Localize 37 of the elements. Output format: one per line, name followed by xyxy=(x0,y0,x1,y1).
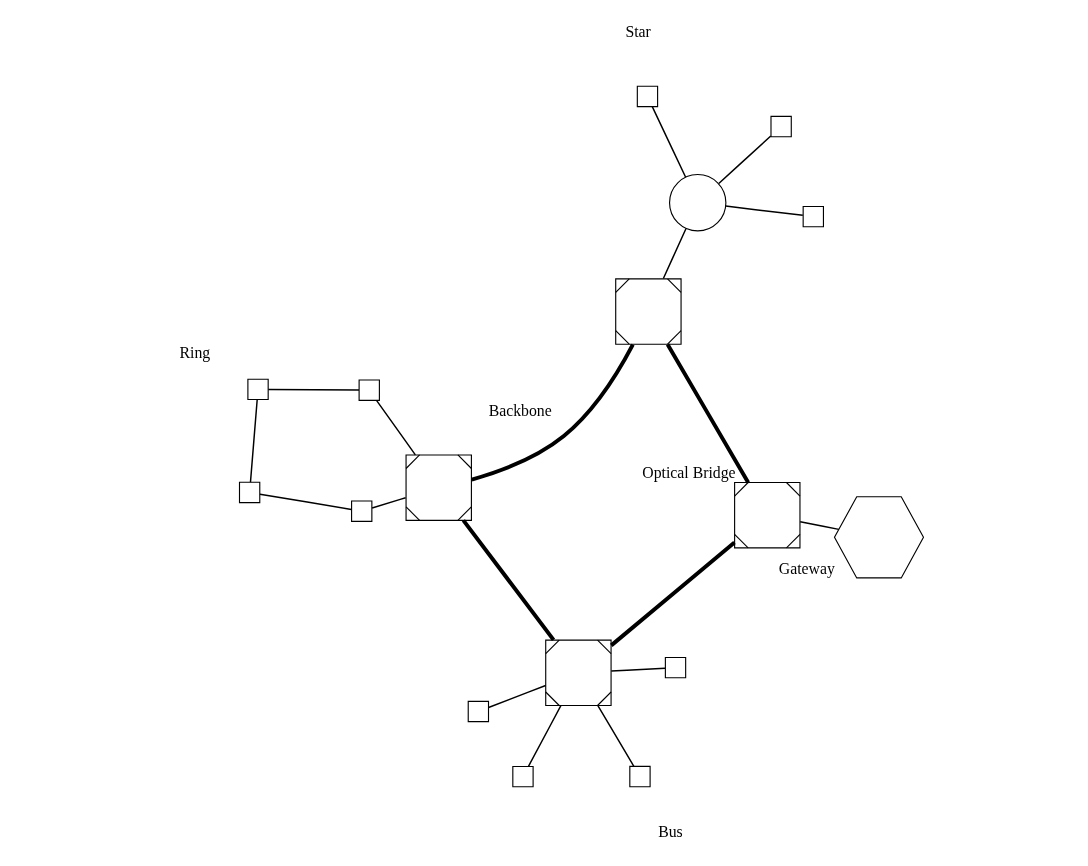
connector xyxy=(461,519,556,642)
connector xyxy=(597,704,635,767)
connector xyxy=(249,398,258,483)
node-box xyxy=(512,765,534,788)
node-box xyxy=(238,481,261,504)
connector xyxy=(259,493,353,511)
connector xyxy=(718,135,772,185)
label: Star xyxy=(625,23,651,41)
connector xyxy=(651,105,687,178)
node-box xyxy=(802,205,824,228)
label: Ring xyxy=(179,344,211,362)
node-box xyxy=(467,700,490,723)
label: Backbone xyxy=(488,402,552,420)
connector xyxy=(375,399,417,456)
node-box xyxy=(358,379,380,401)
connector xyxy=(665,343,750,484)
connector xyxy=(471,343,635,482)
connector xyxy=(267,388,360,391)
node-circle xyxy=(669,174,727,232)
connector xyxy=(610,541,736,647)
node-hexagon xyxy=(833,496,925,579)
connector xyxy=(799,521,840,531)
connector xyxy=(527,704,562,768)
label: Bus xyxy=(658,822,683,840)
connector xyxy=(610,667,666,672)
node-box xyxy=(247,378,269,401)
connector xyxy=(662,227,687,280)
connector xyxy=(487,684,547,709)
node-box xyxy=(770,115,792,138)
node-box xyxy=(636,85,659,108)
connector xyxy=(724,205,804,217)
node-box xyxy=(664,656,687,679)
node-box xyxy=(351,500,373,522)
node-box xyxy=(629,765,651,788)
node-label: Optical Bridge xyxy=(642,464,736,482)
connector xyxy=(371,497,407,509)
node-label: Gateway xyxy=(778,559,835,577)
